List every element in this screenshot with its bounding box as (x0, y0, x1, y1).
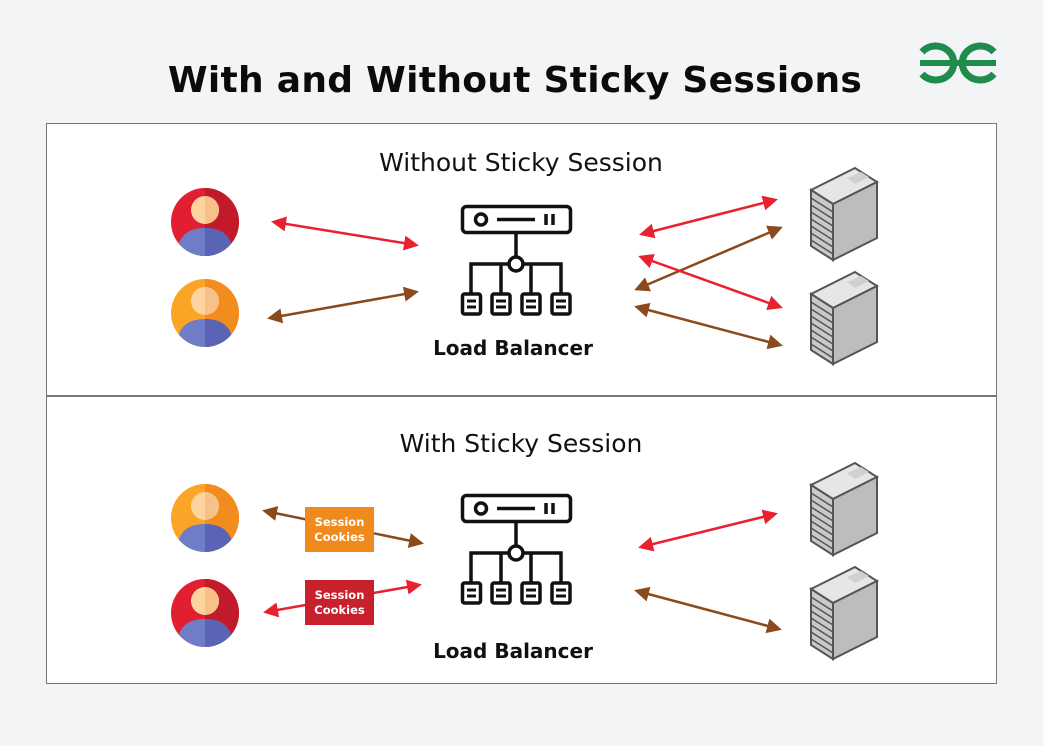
user-avatar-icon (171, 484, 239, 552)
section-title-without: Without Sticky Session (379, 148, 663, 177)
cookie-line2: Cookies (314, 529, 365, 544)
session-cookie-badge: Session Cookies (305, 507, 374, 552)
server-icon (810, 271, 878, 365)
diagram-title: With and Without Sticky Sessions (167, 60, 863, 101)
geeksforgeeks-logo-icon (919, 42, 997, 84)
load-balancer-icon (460, 204, 573, 316)
session-cookie-badge: Session Cookies (305, 580, 374, 625)
server-icon (810, 462, 878, 556)
cookie-line2: Cookies (314, 602, 365, 617)
arrow-red (271, 216, 419, 251)
load-balancer-label: Load Balancer (433, 639, 593, 663)
user-avatar-icon (171, 188, 239, 256)
server-icon (810, 566, 878, 660)
cookie-line1: Session (314, 587, 365, 602)
arrow-red (638, 509, 778, 552)
arrow-brown (634, 302, 783, 350)
arrow-red (639, 195, 778, 239)
server-icon (810, 167, 878, 261)
cookie-line1: Session (314, 514, 365, 529)
arrow-brown (634, 225, 783, 292)
section-divider (46, 395, 996, 397)
load-balancer-label: Load Balancer (433, 336, 593, 360)
user-avatar-icon (171, 279, 239, 347)
arrow-red (638, 254, 783, 310)
section-title-with: With Sticky Session (399, 429, 643, 458)
arrow-brown (267, 286, 419, 324)
arrow-brown (634, 586, 782, 634)
user-avatar-icon (171, 579, 239, 647)
load-balancer-icon (460, 493, 573, 605)
